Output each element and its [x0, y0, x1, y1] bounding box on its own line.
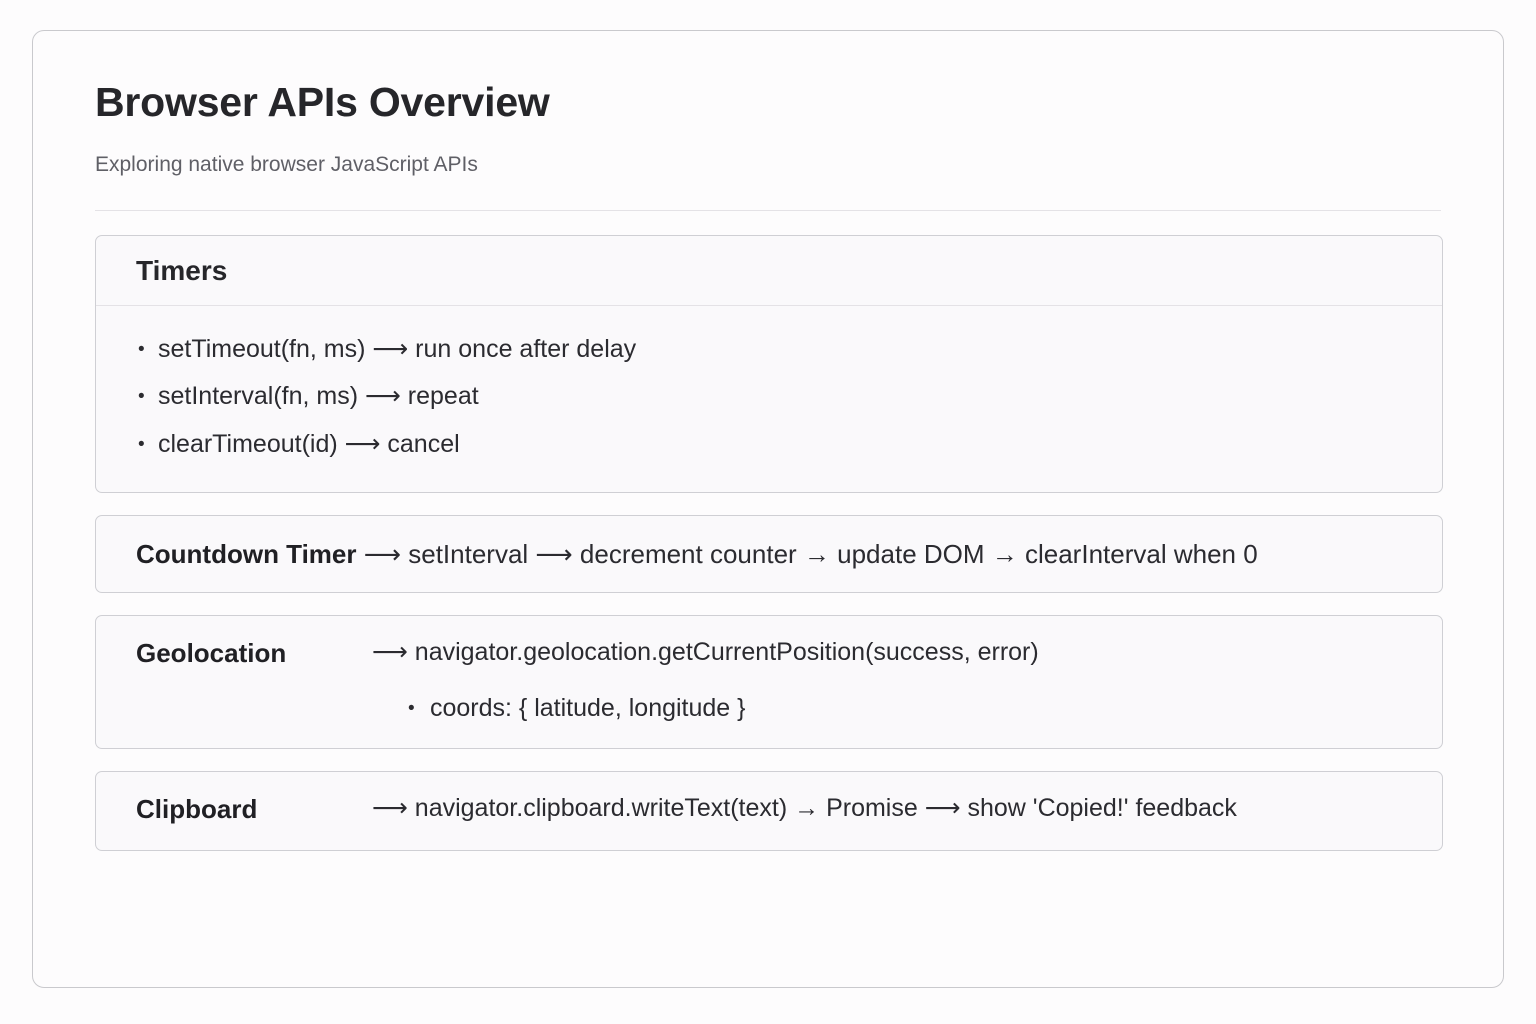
clipboard-content: ⟶ navigator.clipboard.writeText(text) → …	[372, 792, 1442, 828]
bullet-icon: •	[138, 433, 145, 455]
list-item-label: clearTimeout(id) ⟶ cancel	[158, 429, 460, 458]
timers-card-body: • setTimeout(fn, ms) ⟶ run once after de…	[96, 306, 1442, 492]
geolocation-label: Geolocation	[136, 638, 287, 669]
timers-card-header: Timers	[136, 255, 228, 287]
header-divider	[95, 210, 1441, 212]
list-item: • clearTimeout(id) ⟶ cancel	[96, 421, 1442, 468]
page-subtitle: Exploring native browser JavaScript APIs	[95, 153, 478, 177]
list-item: • coords: { latitude, longitude }	[372, 672, 1442, 726]
document-frame: Browser APIs Overview Exploring native b…	[32, 30, 1504, 988]
clipboard-label: Clipboard	[136, 793, 258, 824]
page-title: Browser APIs Overview	[95, 79, 550, 125]
timers-card: Timers • setTimeout(fn, ms) ⟶ run once a…	[95, 235, 1443, 493]
geolocation-content: ⟶ navigator.geolocation.getCurrentPositi…	[372, 636, 1442, 726]
geolocation-coords-label: coords: { latitude, longitude }	[430, 694, 746, 723]
bullet-icon: •	[408, 698, 415, 720]
list-item-label: setInterval(fn, ms) ⟶ repeat	[158, 382, 479, 411]
countdown-timer-label: Countdown Timer	[136, 538, 357, 569]
list-item: • setTimeout(fn, ms) ⟶ run once after de…	[96, 326, 1442, 373]
list-item: • setInterval(fn, ms) ⟶ repeat	[96, 373, 1442, 420]
countdown-timer-flow: ⟶ setInterval ⟶ decrement counter → upda…	[356, 538, 1258, 569]
timers-card-divider	[96, 305, 1442, 307]
clipboard-api-line: ⟶ navigator.clipboard.writeText(text) → …	[372, 793, 1237, 822]
document-content: Browser APIs Overview Exploring native b…	[95, 79, 1443, 967]
countdown-timer-card: Countdown Timer ⟶ setInterval ⟶ decremen…	[95, 514, 1443, 594]
geolocation-api-line: ⟶ navigator.geolocation.getCurrentPositi…	[372, 638, 1039, 667]
bullet-icon: •	[138, 339, 145, 361]
list-item-label: setTimeout(fn, ms) ⟶ run once after dela…	[158, 335, 637, 364]
geolocation-card: Geolocation ⟶ navigator.geolocation.getC…	[95, 615, 1443, 749]
clipboard-card: Clipboard ⟶ navigator.clipboard.writeTex…	[95, 770, 1443, 851]
bullet-icon: •	[138, 386, 145, 408]
